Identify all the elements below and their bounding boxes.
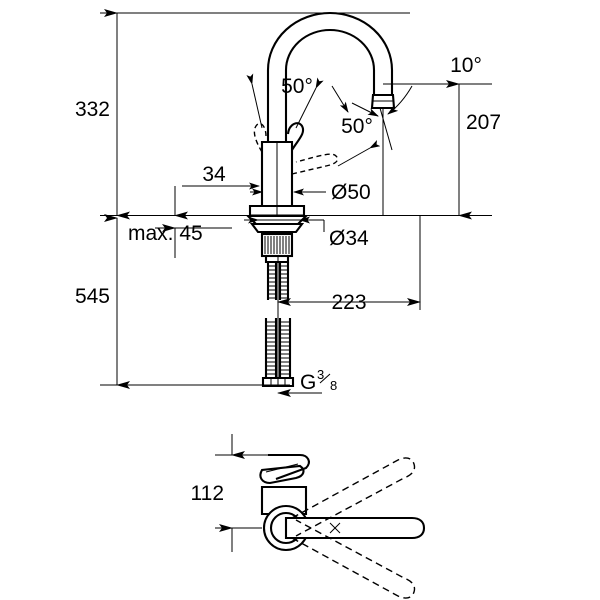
dimension-label-332: 332 xyxy=(75,98,110,121)
dimension-label-d50: Ø50 xyxy=(331,181,371,204)
knurl-texture xyxy=(264,236,290,254)
plan-spout-swivel-upper xyxy=(291,457,416,537)
thread-callout-g38: G 3 8 xyxy=(277,367,337,397)
hose-braid-lower xyxy=(266,321,290,375)
angle-label-handle-right: 50° xyxy=(341,115,373,138)
aerator-tilt-angle-indicator xyxy=(351,85,413,117)
dimension-223: 223 xyxy=(277,215,421,314)
dimension-label-max45: max. 45 xyxy=(128,222,203,245)
hose-braid-upper xyxy=(268,265,288,299)
lever-handle xyxy=(253,122,339,175)
dimension-34: 34 xyxy=(182,142,263,206)
dimension-label-207: 207 xyxy=(466,111,501,134)
thread-label-denominator: 8 xyxy=(330,378,337,393)
flexible-hoses xyxy=(261,256,295,388)
handle-angle-indicators xyxy=(246,73,381,167)
plan-view: 112 xyxy=(191,434,426,599)
dimension-label-112: 112 xyxy=(191,482,224,505)
thread-label-g: G xyxy=(300,371,316,394)
thread-label-numerator: 3 xyxy=(317,367,324,382)
aerator-outlet xyxy=(370,93,396,215)
plan-pivot-cross xyxy=(329,522,341,534)
plan-spout-center xyxy=(284,516,426,540)
dimension-d50: Ø50 xyxy=(250,181,371,204)
dimension-label-34: 34 xyxy=(202,163,226,186)
elevation-view: 10° 50° 50° xyxy=(75,9,501,397)
dimension-label-223: 223 xyxy=(331,291,366,314)
dimension-332: 332 xyxy=(75,9,130,220)
dimension-label-d34: Ø34 xyxy=(329,227,369,250)
angle-label-aerator: 10° xyxy=(450,54,482,77)
plan-handle xyxy=(259,453,310,485)
dimension-max-45: max. 45 xyxy=(128,186,232,258)
dimension-112: 112 xyxy=(191,434,245,552)
dimension-label-545: 545 xyxy=(75,285,110,308)
extension-lines xyxy=(100,12,492,386)
angle-label-handle-left: 50° xyxy=(281,75,313,98)
plan-spout-swivel-lower xyxy=(291,519,416,599)
plan-body xyxy=(260,485,308,516)
spout-arc xyxy=(266,11,394,118)
dimension-207: 207 xyxy=(446,80,501,220)
dimension-545: 545 xyxy=(75,214,130,389)
dimension-d34: Ø34 xyxy=(244,216,369,250)
